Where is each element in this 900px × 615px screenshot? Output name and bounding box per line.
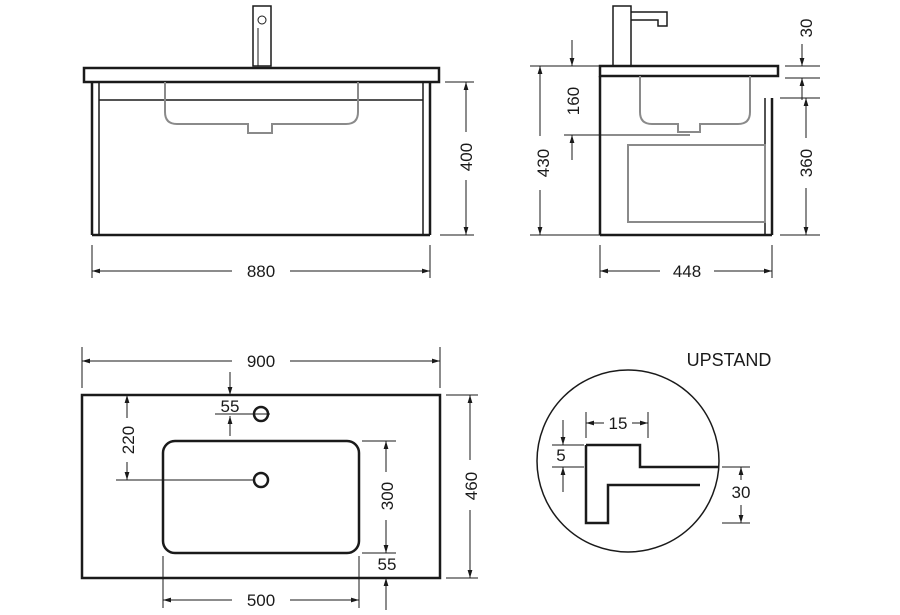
side-basin-depth-label: 160 bbox=[564, 87, 583, 115]
side-cabinet bbox=[598, 76, 774, 237]
front-view: 880 400 bbox=[82, 5, 476, 281]
top-basin-width-label: 500 bbox=[247, 591, 275, 610]
upstand-profile bbox=[586, 443, 718, 469]
upstand-thickness-label: 15 bbox=[609, 414, 628, 433]
front-cabinet bbox=[90, 82, 432, 237]
front-width-label: 880 bbox=[247, 262, 275, 281]
top-basin bbox=[161, 439, 361, 555]
upstand-step-label: 5 bbox=[556, 446, 565, 465]
upstand-title: UPSTAND bbox=[687, 350, 772, 370]
side-tap-height-label: 30 bbox=[797, 19, 816, 38]
front-worktop bbox=[82, 66, 441, 84]
side-total-height-label: 430 bbox=[534, 149, 553, 177]
side-view: 430 160 448 30 360 bbox=[530, 5, 820, 281]
upstand-detail-circle bbox=[536, 369, 720, 553]
side-cabinet-height-label: 360 bbox=[797, 149, 816, 177]
front-height-label: 400 bbox=[457, 143, 476, 171]
upstand-detail: UPSTAND 15 5 30 bbox=[536, 350, 772, 553]
top-waste-offset-label: 220 bbox=[119, 426, 138, 454]
top-view: 900 460 55 220 300 55 500 bbox=[80, 347, 481, 610]
side-worktop bbox=[598, 64, 780, 78]
tap-side bbox=[612, 5, 668, 67]
waste-hole bbox=[252, 471, 270, 489]
top-basin-depth-label: 300 bbox=[378, 482, 397, 510]
tap-front bbox=[252, 5, 272, 67]
upstand-height-label: 30 bbox=[732, 483, 751, 502]
side-basin-hidden bbox=[639, 76, 751, 133]
top-width-label: 900 bbox=[247, 352, 275, 371]
front-basin-hidden bbox=[164, 82, 359, 134]
top-depth-label: 460 bbox=[462, 472, 481, 500]
top-front-lip-label: 55 bbox=[378, 555, 397, 574]
top-worktop bbox=[80, 393, 442, 580]
side-depth-label: 448 bbox=[673, 262, 701, 281]
top-tap-offset-label: 55 bbox=[221, 397, 240, 416]
